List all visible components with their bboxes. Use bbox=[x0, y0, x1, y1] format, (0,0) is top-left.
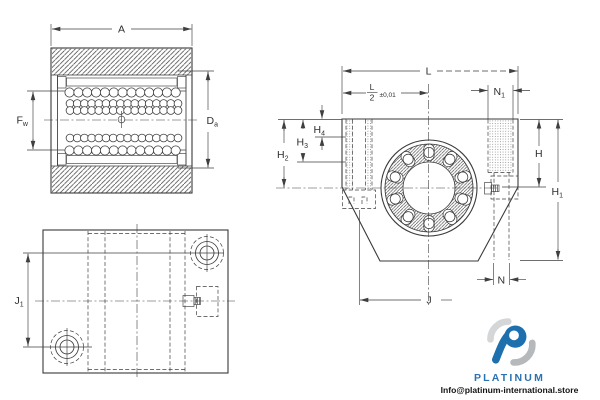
dim-label-n1: N1 bbox=[494, 86, 506, 100]
brand-name: PLATINUM bbox=[473, 372, 546, 384]
dim-H: H bbox=[502, 119, 563, 188]
dim-label-fw: Fw bbox=[17, 115, 29, 129]
dim-label-l-half-num: L bbox=[370, 82, 375, 92]
dim-Fw: Fw bbox=[17, 90, 57, 151]
dim-label-l-half-tol: ±0,01 bbox=[380, 92, 397, 99]
dim-label-h3: H3 bbox=[297, 137, 309, 151]
bearing-cross-section bbox=[380, 139, 478, 237]
dim-H2: H2 bbox=[277, 119, 342, 188]
ball-chain-upper-1 bbox=[65, 99, 183, 108]
grease-nipple-top-view bbox=[182, 286, 219, 317]
dim-label-a: A bbox=[118, 24, 125, 36]
dim-N: N bbox=[477, 263, 526, 287]
dim-label-h: H bbox=[535, 148, 543, 160]
dim-J: J bbox=[359, 210, 452, 307]
dim-label-h2: H2 bbox=[277, 149, 289, 163]
dim-L-half: L 2 ±0,01 bbox=[343, 82, 428, 103]
front-view: L L 2 ±0,01 N1 H2 bbox=[276, 66, 563, 307]
dim-label-da: Da bbox=[207, 115, 219, 129]
dim-A: A bbox=[50, 24, 193, 46]
contact-email: Info@platinum-international.store bbox=[440, 385, 579, 395]
lube-hole-icon bbox=[117, 115, 126, 124]
ball-chain-lower bbox=[65, 133, 183, 143]
dim-label-j: J bbox=[426, 295, 431, 307]
tapped-hole-left bbox=[342, 119, 376, 209]
dim-N1: N1 bbox=[471, 85, 530, 119]
dim-H4: H4 bbox=[314, 105, 346, 150]
platinum-logo-icon bbox=[486, 318, 536, 366]
ball-row-bottom bbox=[64, 145, 181, 156]
dim-label-n: N bbox=[498, 275, 506, 287]
dim-label-j1: J1 bbox=[15, 295, 24, 309]
counterbore-hole-right bbox=[487, 119, 514, 260]
dim-label-h4: H4 bbox=[314, 124, 326, 138]
dim-label-l-half-den: 2 bbox=[370, 93, 375, 103]
dim-label-h1: H1 bbox=[552, 186, 564, 200]
dim-J1: J1 bbox=[15, 252, 224, 348]
top-view: J1 bbox=[15, 224, 235, 379]
dim-Da: Da bbox=[178, 70, 219, 169]
cross-section-view: A Fw Da bbox=[17, 24, 219, 194]
dim-label-l: L bbox=[426, 66, 432, 78]
footer-watermark: PLATINUM Info@platinum-international.sto… bbox=[427, 318, 592, 395]
ball-chain-upper-2 bbox=[65, 106, 183, 115]
dim-H3: H3 bbox=[297, 120, 346, 163]
dim-L: L bbox=[341, 66, 519, 114]
ball-row-top bbox=[64, 87, 181, 98]
dim-H1: H1 bbox=[520, 119, 564, 261]
